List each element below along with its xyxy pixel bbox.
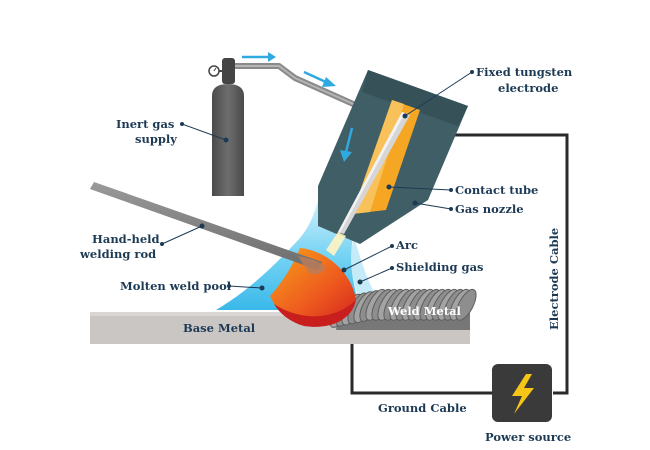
label-contact-tube: Contact tube (455, 183, 538, 197)
label-ground-cable: Ground Cable (378, 401, 467, 415)
gas-flow-arrow-1 (242, 52, 276, 62)
label-hand-held-welding-rod-1: Hand-held (92, 232, 160, 246)
label-base-metal: Base Metal (183, 321, 256, 335)
label-fixed-tungsten-electrode-2: electrode (498, 81, 558, 95)
weld-bead-ripple (455, 288, 477, 321)
label-inert-gas-supply-1: Inert gas (116, 117, 174, 131)
gas-hose (228, 63, 362, 110)
internal-gas-arrow (340, 127, 354, 162)
label-gas-nozzle: Gas nozzle (455, 202, 524, 216)
label-electrode-cable: Electrode Cable (547, 228, 561, 330)
electrode-cable (410, 133, 569, 395)
label-inert-gas-supply-2: supply (135, 132, 177, 146)
power-source (492, 364, 552, 422)
molten-weld-pool (270, 248, 356, 327)
label-fixed-tungsten-electrode-1: Fixed tungsten (476, 65, 573, 79)
label-shielding-gas: Shielding gas (396, 260, 484, 274)
label-arc: Arc (395, 238, 418, 252)
arc (326, 232, 346, 256)
gas-flow-arrow-2 (303, 70, 336, 87)
hand-held-welding-rod (90, 182, 326, 275)
label-molten-weld-pool: Molten weld pool (120, 279, 232, 293)
tungsten-electrode (338, 112, 410, 234)
leaders (160, 70, 474, 291)
ground-cable (350, 338, 492, 395)
lightning-icon (512, 374, 534, 414)
label-weld-metal: Weld Metal (387, 304, 462, 318)
gas-cylinder (208, 58, 244, 196)
label-power-source: Power source (485, 430, 571, 444)
label-hand-held-welding-rod-2: welding rod (79, 247, 156, 261)
